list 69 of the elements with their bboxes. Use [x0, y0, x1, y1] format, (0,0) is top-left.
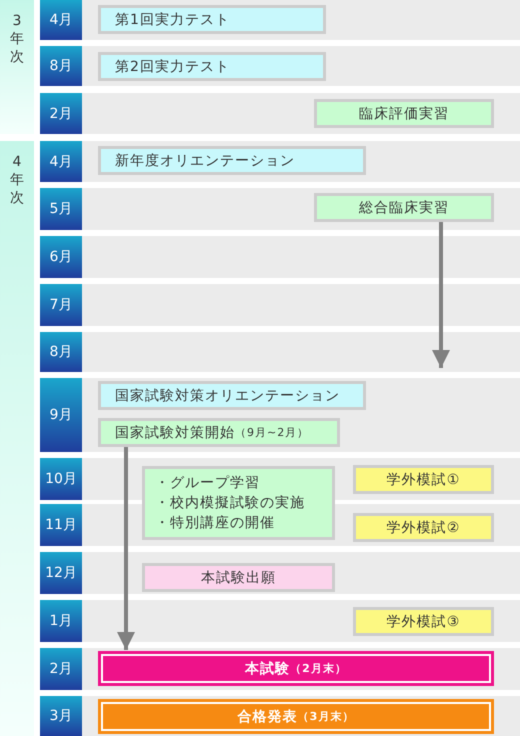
month-cell [40, 46, 82, 86]
year-band [0, 141, 34, 736]
month-label: 8月 [50, 343, 72, 361]
month-label: 11月 [45, 516, 77, 534]
event-label: 学外模試③ [386, 612, 460, 630]
event-label: 学外模試① [386, 470, 460, 488]
month-label: 6月 [50, 248, 72, 266]
event-label: 本試験出願 [201, 568, 276, 586]
event-label: 総合臨床実習 [359, 198, 449, 216]
event-label: 学外模試② [386, 518, 460, 536]
event-box [98, 52, 326, 81]
event-label: ・グループ学習 [155, 474, 260, 493]
month-cell [40, 141, 82, 182]
event-box [98, 146, 366, 175]
event-label: ・校内模擬試験の実施 [155, 494, 305, 513]
event-box [353, 513, 494, 542]
month-label: 5月 [50, 200, 72, 218]
event-box [353, 465, 494, 494]
event-label: 臨床評価実習 [359, 104, 449, 122]
arrow [432, 222, 450, 368]
month-label: 9月 [50, 406, 72, 424]
month-cell [40, 236, 82, 278]
month-label: 7月 [50, 296, 72, 314]
event-box [314, 193, 494, 222]
month-cell [40, 93, 82, 134]
month-label: 2月 [50, 104, 72, 122]
event-label: （3月末） [298, 709, 354, 724]
milestone-bar [98, 651, 494, 686]
month-label: 8月 [50, 57, 72, 75]
year-band [0, 0, 34, 134]
arrow [117, 447, 135, 650]
year-label: 3年次 [10, 12, 24, 67]
event-box [314, 99, 494, 128]
event-label: 第1回実力テスト [115, 10, 230, 28]
event-label: 国家試験対策開始 [115, 424, 235, 442]
event-box [98, 5, 326, 34]
year-label: 4年次 [10, 153, 24, 208]
month-cell [40, 696, 82, 736]
month-label: 4月 [50, 152, 72, 170]
month-cell [40, 648, 82, 690]
event-label: 第2回実力テスト [115, 58, 230, 76]
month-label: 1月 [50, 612, 72, 630]
event-box [142, 466, 335, 540]
month-cell [40, 552, 82, 594]
event-label: 新年度オリエンテーション [115, 152, 295, 170]
milestone-bar [98, 699, 494, 734]
event-box [142, 563, 335, 592]
month-label: 10月 [45, 470, 77, 488]
event-label: ・特別講座の開催 [155, 514, 275, 533]
month-cell [40, 188, 82, 230]
event-label: （9月~2月） [235, 425, 310, 440]
event-label: （2月末） [290, 661, 347, 676]
event-label: 本試験 [245, 660, 290, 678]
month-cell [40, 378, 82, 452]
month-cell [40, 600, 82, 642]
month-label: 2月 [50, 660, 72, 678]
month-cell [40, 332, 82, 372]
month-cell [40, 458, 82, 500]
month-label: 3月 [50, 707, 72, 725]
event-label: 国家試験対策オリエンテーション [115, 386, 340, 404]
month-cell [40, 284, 82, 326]
event-label: 合格発表 [238, 708, 298, 726]
month-label: 12月 [45, 564, 77, 582]
month-cell [40, 504, 82, 546]
event-box [98, 418, 340, 447]
event-box [98, 381, 366, 410]
month-label: 4月 [50, 11, 72, 29]
month-cell [40, 0, 82, 40]
event-box [353, 607, 494, 636]
